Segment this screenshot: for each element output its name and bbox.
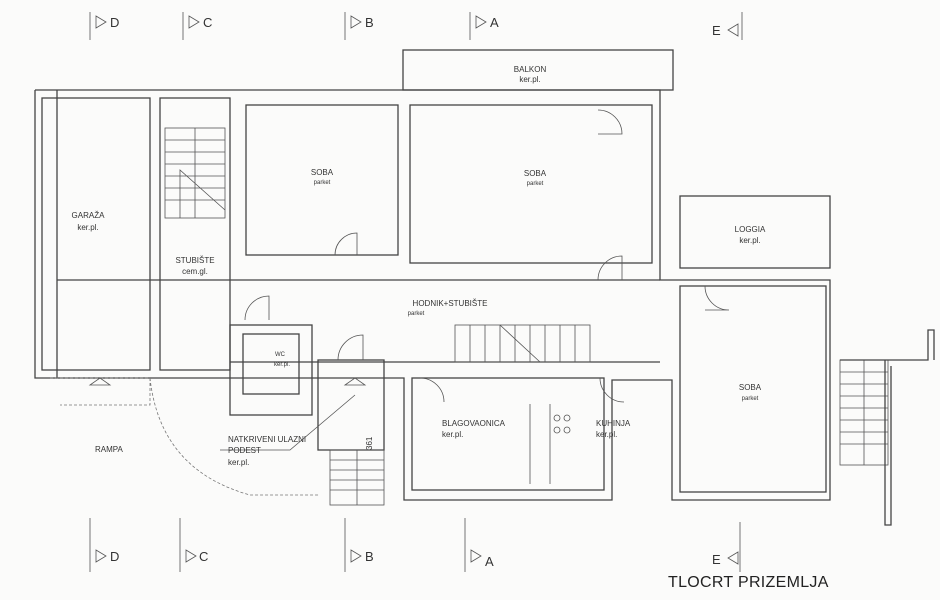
section-e-top: E — [712, 23, 721, 38]
floor-soba-2: parket — [527, 181, 544, 187]
section-d-top: D — [110, 15, 119, 30]
room-loggia: LOGGIA — [735, 225, 766, 234]
room-kuhinja: KUHINJA — [596, 419, 631, 428]
walls — [34, 49, 831, 501]
room-soba-2: SOBA — [524, 169, 547, 178]
room-soba-3: SOBA — [739, 383, 762, 392]
floor-balkon: ker.pl. — [519, 75, 540, 84]
doors — [50, 109, 730, 496]
section-d-bottom: D — [110, 549, 119, 564]
room-garaza: GARAŽA — [72, 211, 106, 220]
floor-loggia: ker.pl. — [739, 236, 760, 245]
room-soba-1: SOBA — [311, 168, 334, 177]
section-e-bottom: E — [712, 552, 721, 567]
room-rampa: RAMPA — [95, 445, 124, 454]
room-stubiste: STUBIŠTE — [175, 256, 214, 265]
room-blagovaonica: BLAGOVAONICA — [442, 419, 506, 428]
section-b-bottom: B — [365, 549, 374, 564]
floor-blagovaonica: ker.pl. — [442, 430, 463, 439]
floor-wc: ker.pl. — [274, 362, 290, 368]
section-a-bottom: A — [485, 554, 494, 569]
plan-title: TLOCRT PRIZEMLJA — [668, 574, 829, 591]
floor-kuhinja: ker.pl. — [596, 430, 617, 439]
floor-garaza: ker.pl. — [77, 223, 98, 232]
section-c-bottom: C — [199, 549, 208, 564]
section-markers: D C B A E D C B A E — [89, 12, 743, 572]
floor-stubiste: cem.gl. — [182, 267, 208, 276]
section-b-top: B — [365, 15, 374, 30]
floor-soba-3: parket — [742, 396, 759, 402]
section-c-top: C — [203, 15, 212, 30]
floor-podest: ker.pl. — [228, 458, 249, 467]
room-podest-2: PODEST — [228, 446, 261, 455]
floor-soba-1: parket — [314, 180, 331, 186]
room-hodnik: HODNIK+STUBIŠTE — [413, 299, 488, 308]
room-labels: GARAŽA ker.pl. STUBIŠTE cem.gl. SOBA par… — [72, 65, 766, 467]
room-wc: WC — [275, 352, 286, 358]
room-balkon: BALKON — [514, 65, 547, 74]
section-a-top: A — [490, 15, 499, 30]
room-podest: NATKRIVENI ULAZNI — [228, 435, 306, 444]
floor-hodnik: parket — [408, 311, 425, 317]
stairs — [164, 127, 935, 526]
dimension-label: 361 — [365, 436, 374, 450]
